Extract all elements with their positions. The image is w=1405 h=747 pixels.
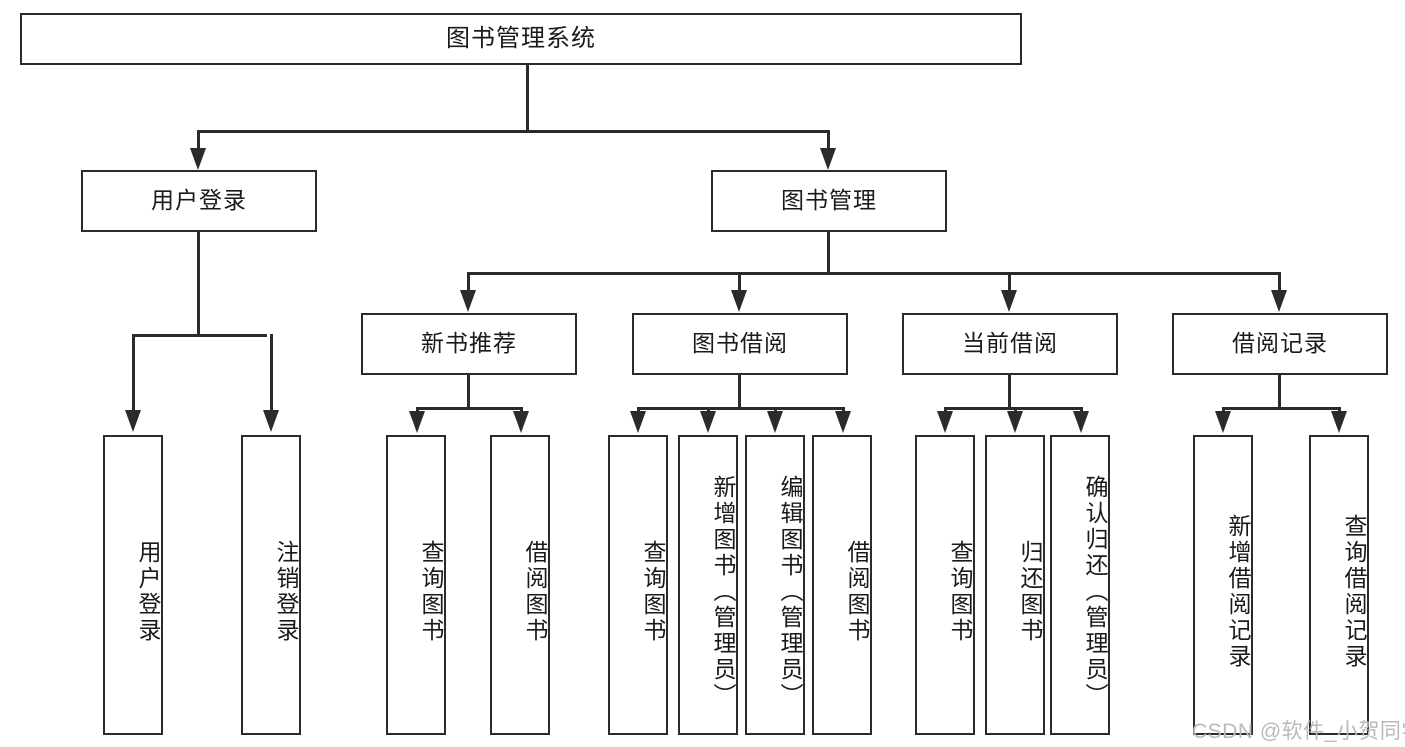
arrow-bb-to-leaf-2 xyxy=(700,411,716,433)
edge-nbr-stem xyxy=(467,375,470,410)
arrow-nbr-to-leaf-2 xyxy=(513,411,529,433)
node-label: 注销登录 xyxy=(273,540,299,644)
arrow-bm-to-current-borrow xyxy=(1001,290,1017,312)
node-label: 编辑图书（管理员） xyxy=(777,475,803,709)
leaf-user-login-logout[interactable]: 注销登录 xyxy=(241,435,301,735)
edge-bm-to-new-book xyxy=(467,272,470,294)
arrow-nbr-to-leaf-1 xyxy=(409,411,425,433)
edge-user-login-to-leaf-2 xyxy=(270,334,273,414)
node-label: 查询图书 xyxy=(947,540,973,644)
leaf-br-add-record[interactable]: 新增借阅记录 xyxy=(1193,435,1253,735)
node-current-borrow[interactable]: 当前借阅 xyxy=(902,313,1118,375)
arrow-bb-to-leaf-4 xyxy=(835,411,851,433)
leaf-cb-confirm-return-admin[interactable]: 确认归还（管理员） xyxy=(1050,435,1110,735)
arrow-root-to-book-management xyxy=(820,148,836,170)
edge-book-management-stem xyxy=(827,232,830,275)
node-root-book-management-system[interactable]: 图书管理系统 xyxy=(20,13,1022,65)
edge-cb-bus xyxy=(944,407,1080,410)
arrow-cb-to-leaf-2 xyxy=(1007,411,1023,433)
edge-user-login-stem xyxy=(197,232,200,336)
leaf-cb-return-book[interactable]: 归还图书 xyxy=(985,435,1045,735)
arrow-bm-to-borrow-record xyxy=(1271,290,1287,312)
node-label: 查询图书 xyxy=(640,540,666,644)
edge-root-to-user-login xyxy=(197,130,200,155)
node-label: 图书管理系统 xyxy=(446,24,596,52)
node-label: 新书推荐 xyxy=(421,330,517,357)
arrow-bb-to-leaf-1 xyxy=(630,411,646,433)
edge-br-bus xyxy=(1222,407,1338,410)
arrow-br-to-leaf-1 xyxy=(1215,411,1231,433)
node-book-borrow[interactable]: 图书借阅 xyxy=(632,313,848,375)
node-label: 图书管理 xyxy=(781,187,877,214)
leaf-user-login-login[interactable]: 用户登录 xyxy=(103,435,163,735)
leaf-cb-query-book[interactable]: 查询图书 xyxy=(915,435,975,735)
edge-root-to-book-management xyxy=(827,130,830,155)
edge-bb-stem xyxy=(738,375,741,410)
node-label: 查询图书 xyxy=(418,540,444,644)
edge-bm-to-book-borrow xyxy=(738,272,741,294)
edge-book-management-bus xyxy=(467,272,1281,275)
leaf-nbr-borrow-book[interactable]: 借阅图书 xyxy=(490,435,550,735)
edge-bm-to-borrow-record xyxy=(1278,272,1281,294)
node-label: 图书借阅 xyxy=(692,330,788,357)
node-book-management[interactable]: 图书管理 xyxy=(711,170,947,232)
leaf-br-query-record[interactable]: 查询借阅记录 xyxy=(1309,435,1369,735)
leaf-bb-borrow-book[interactable]: 借阅图书 xyxy=(812,435,872,735)
edge-root-stem xyxy=(526,65,529,132)
edge-bb-bus xyxy=(637,407,842,410)
edge-root-bus xyxy=(197,130,829,133)
node-label: 用户登录 xyxy=(135,540,161,644)
node-label: 当前借阅 xyxy=(962,330,1058,357)
arrow-bm-to-book-borrow xyxy=(731,290,747,312)
node-borrow-record[interactable]: 借阅记录 xyxy=(1172,313,1388,375)
arrow-br-to-leaf-2 xyxy=(1331,411,1347,433)
edge-user-login-to-leaf-1 xyxy=(132,334,135,414)
node-user-login[interactable]: 用户登录 xyxy=(81,170,317,232)
node-label: 查询借阅记录 xyxy=(1341,514,1367,670)
node-label: 借阅图书 xyxy=(844,540,870,644)
watermark-csdn: CSDN @软件_小贺同学 xyxy=(1192,720,1405,743)
edge-user-login-bus xyxy=(132,334,267,337)
arrow-cb-to-leaf-3 xyxy=(1073,411,1089,433)
arrow-user-login-to-leaf-1 xyxy=(125,410,141,432)
edge-cb-stem xyxy=(1008,375,1011,410)
node-label: 用户登录 xyxy=(151,187,247,214)
arrow-bb-to-leaf-3 xyxy=(767,411,783,433)
arrow-cb-to-leaf-1 xyxy=(937,411,953,433)
leaf-bb-add-book-admin[interactable]: 新增图书（管理员） xyxy=(678,435,738,735)
edge-bm-to-current-borrow xyxy=(1008,272,1011,294)
edge-br-stem xyxy=(1278,375,1281,410)
arrow-user-login-to-leaf-2 xyxy=(263,410,279,432)
leaf-bb-query-book[interactable]: 查询图书 xyxy=(608,435,668,735)
node-label: 归还图书 xyxy=(1017,540,1043,644)
node-label: 新增图书（管理员） xyxy=(710,475,736,709)
edge-nbr-bus xyxy=(416,407,520,410)
arrow-root-to-user-login xyxy=(190,148,206,170)
node-label: 新增借阅记录 xyxy=(1225,514,1251,670)
node-label: 确认归还（管理员） xyxy=(1082,475,1108,709)
leaf-nbr-query-book[interactable]: 查询图书 xyxy=(386,435,446,735)
arrow-bm-to-new-book xyxy=(460,290,476,312)
leaf-bb-edit-book-admin[interactable]: 编辑图书（管理员） xyxy=(745,435,805,735)
node-new-book-recommend[interactable]: 新书推荐 xyxy=(361,313,577,375)
node-label: 借阅图书 xyxy=(522,540,548,644)
node-label: 借阅记录 xyxy=(1232,330,1328,357)
